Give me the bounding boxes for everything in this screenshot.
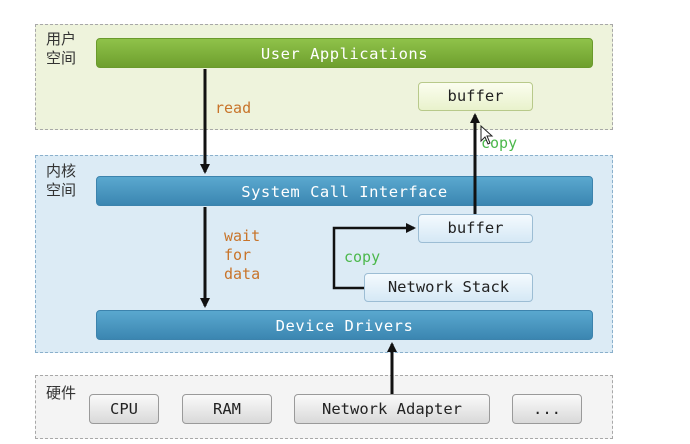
wait-for-data-label: wait for data xyxy=(224,227,261,283)
user-applications-bar: User Applications xyxy=(96,38,593,68)
kernel-space-label: 内核 空间 xyxy=(46,162,77,199)
hardware-network-adapter: Network Adapter xyxy=(294,394,490,424)
copy-to-kernel-label: copy xyxy=(344,248,381,266)
hardware-more: ... xyxy=(512,394,582,424)
device-drivers-bar: Device Drivers xyxy=(96,310,593,340)
hardware-ram: RAM xyxy=(182,394,272,424)
hardware-label: 硬件 xyxy=(46,384,77,402)
cursor-icon xyxy=(480,124,494,145)
user-space-label: 用户 空间 xyxy=(46,30,77,67)
hardware-cpu: CPU xyxy=(89,394,159,424)
read-label: read xyxy=(215,99,252,117)
kernel-buffer-box: buffer xyxy=(418,214,533,243)
user-buffer-box: buffer xyxy=(418,82,533,111)
system-call-interface-bar: System Call Interface xyxy=(96,176,593,206)
copy-to-user-label: copy xyxy=(481,134,518,152)
network-stack-box: Network Stack xyxy=(364,273,533,302)
copy-to-kernel-arrow xyxy=(332,223,416,290)
